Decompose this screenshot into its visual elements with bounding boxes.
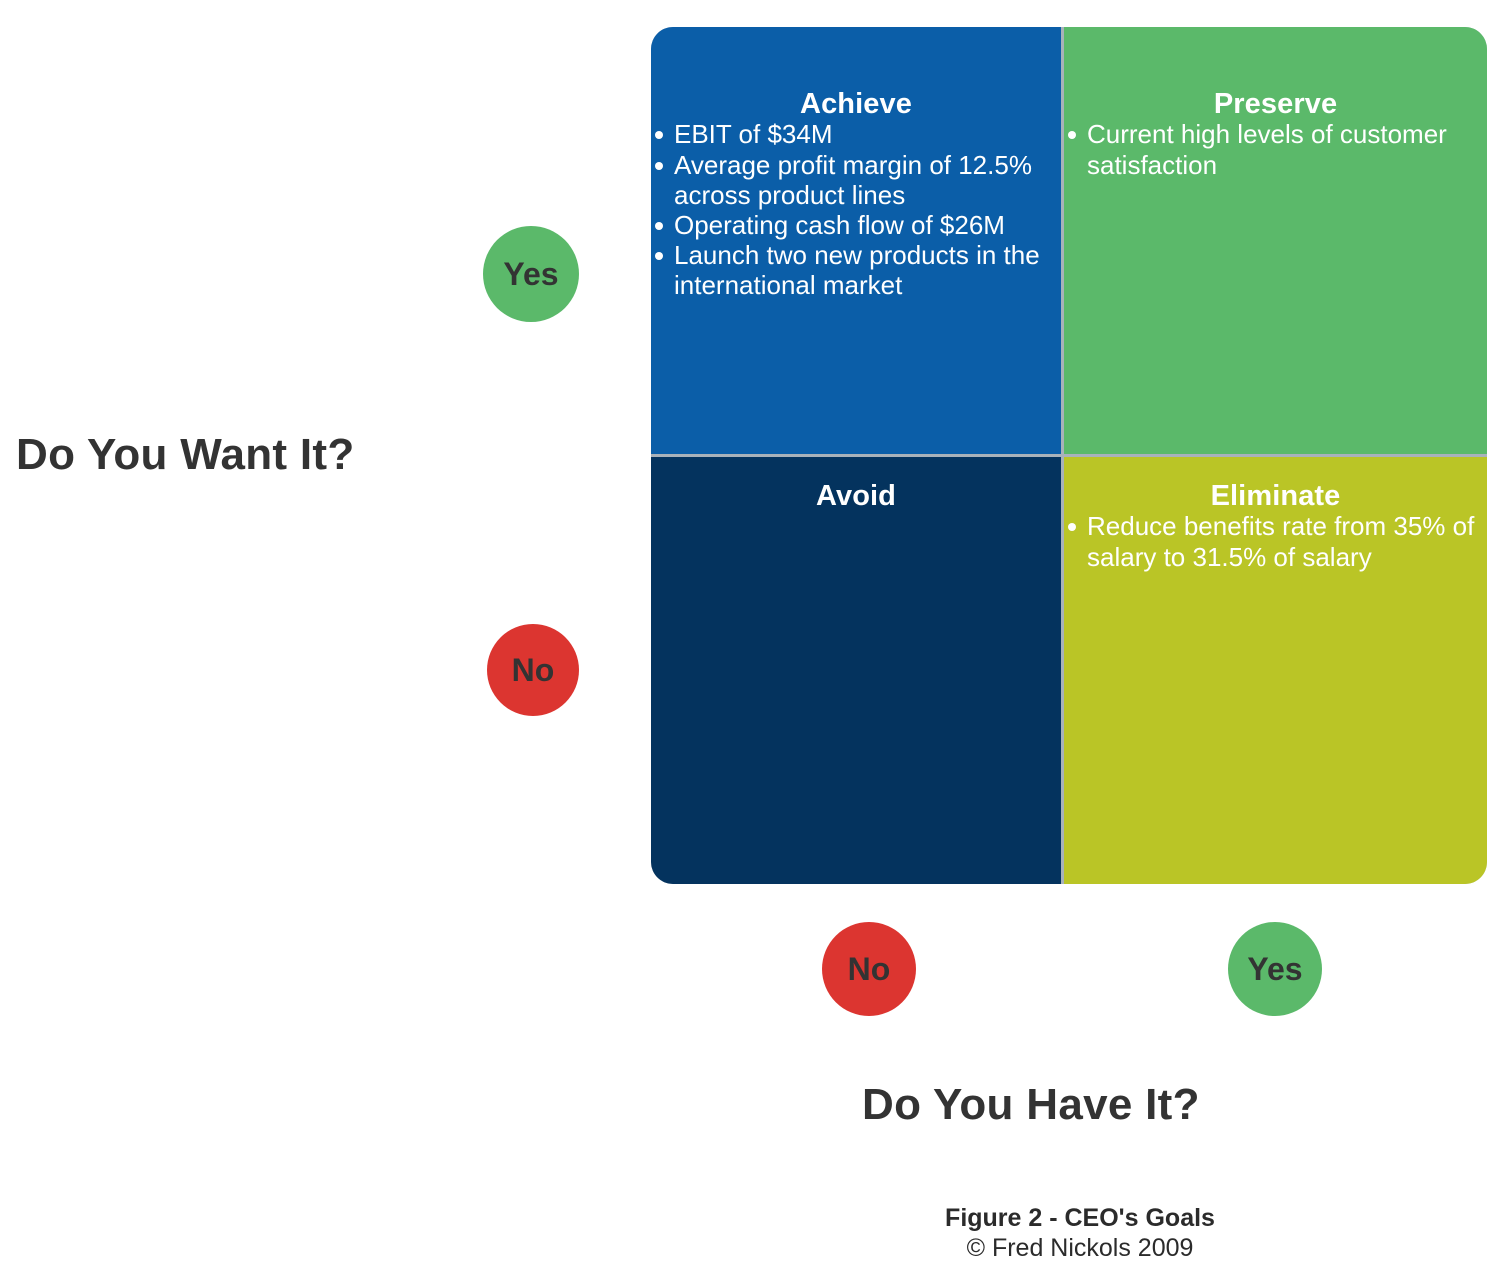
vertical-divider-bottom: [1061, 457, 1064, 884]
figure-caption-title: Figure 2 - CEO's Goals: [945, 1204, 1215, 1232]
y-axis-badge-no: No: [487, 624, 579, 716]
quadrant-preserve-list: Current high levels of customer satisfac…: [1064, 119, 1487, 180]
figure-caption: Figure 2 - CEO's Goals © Fred Nickols 20…: [700, 1203, 1460, 1263]
quadrant-eliminate: Eliminate Reduce benefits rate from 35% …: [1064, 457, 1487, 884]
list-item: Reduce benefits rate from 35% of salary …: [1064, 511, 1487, 572]
list-item: Launch two new products in the internati…: [651, 240, 1061, 300]
list-item: EBIT of $34M: [651, 119, 1061, 149]
quadrant-achieve-list: EBIT of $34M Average profit margin of 12…: [651, 119, 1061, 300]
x-axis-badge-yes-label: Yes: [1247, 950, 1303, 987]
x-axis-badge-no-label: No: [847, 950, 891, 987]
list-item: Average profit margin of 12.5% across pr…: [651, 150, 1061, 210]
quadrant-achieve-title: Achieve: [800, 88, 912, 120]
quadrant-preserve-title: Preserve: [1213, 88, 1338, 120]
quadrant-avoid-title: Avoid: [816, 480, 896, 512]
quadrant-eliminate-title: Eliminate: [1210, 480, 1341, 512]
y-axis-badge-yes: Yes: [483, 226, 579, 322]
divider-crosshair: [1061, 454, 1064, 457]
two-by-two-matrix: Achieve EBIT of $34M Average profit marg…: [651, 27, 1487, 884]
horizontal-divider-right: [1064, 454, 1487, 457]
quadrant-avoid: Avoid: [651, 457, 1061, 884]
y-axis-badge-yes-label: Yes: [503, 255, 559, 292]
quadrant-eliminate-list: Reduce benefits rate from 35% of salary …: [1064, 511, 1487, 572]
quadrant-preserve: Preserve Current high levels of customer…: [1064, 27, 1487, 454]
x-axis-badge-yes: Yes: [1228, 922, 1322, 1016]
x-axis-label: Do You Have It?: [862, 1080, 1200, 1129]
horizontal-divider-left: [651, 454, 1061, 457]
x-axis-badge-no: No: [822, 922, 916, 1016]
list-item: Current high levels of customer satisfac…: [1064, 119, 1487, 180]
figure-caption-credit: © Fred Nickols 2009: [966, 1234, 1194, 1262]
list-item: Operating cash flow of $26M: [651, 210, 1061, 240]
y-axis-badge-no-label: No: [511, 651, 555, 688]
vertical-divider-top: [1061, 27, 1064, 454]
y-axis-label: Do You Want It?: [16, 430, 355, 479]
quadrant-achieve: Achieve EBIT of $34M Average profit marg…: [651, 27, 1061, 454]
